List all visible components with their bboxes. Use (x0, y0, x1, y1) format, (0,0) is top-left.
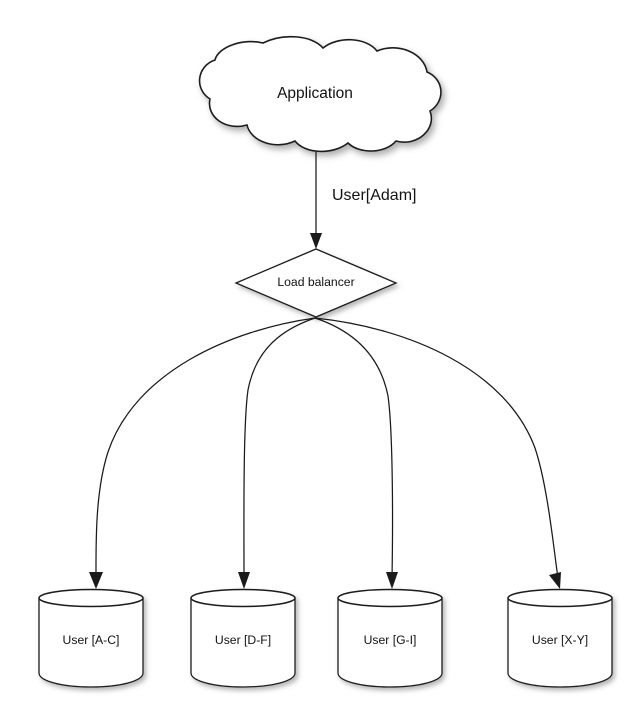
load-balancer-label: Load balancer (277, 275, 354, 289)
edge-balancer-to-db-1-arrowhead (89, 572, 103, 589)
edge-balancer-to-db-4 (314, 317, 561, 589)
database-1-label: User [A-C] (63, 633, 120, 647)
edge-balancer-to-db-3 (314, 317, 398, 589)
node-database-4[interactable]: User [X-Y] (507, 588, 613, 688)
edge-balancer-to-db-2 (238, 317, 316, 589)
node-database-3[interactable]: User [G-I] (337, 588, 443, 688)
edge-balancer-to-db-1 (89, 317, 316, 589)
edge-balancer-to-db-4-arrowhead (549, 572, 561, 589)
cloud-label: Application (277, 85, 353, 102)
node-database-2[interactable]: User [D-F] (190, 588, 296, 688)
edge-app-to-balancer-label: User[Adam] (332, 187, 416, 204)
edge-balancer-to-db-2-line (243, 317, 316, 579)
database-2-label: User [D-F] (215, 633, 271, 647)
edge-app-to-balancer: User[Adam] (310, 152, 416, 249)
edge-balancer-to-db-3-line (314, 317, 394, 579)
database-3-label: User [G-I] (364, 633, 417, 647)
edge-app-to-balancer-arrowhead (310, 233, 322, 249)
node-load-balancer[interactable]: Load balancer (234, 248, 398, 318)
edge-balancer-to-db-2-arrowhead (238, 572, 250, 589)
edge-balancer-to-db-4-line (314, 317, 559, 579)
edge-balancer-to-db-1-line (95, 317, 316, 579)
node-database-1[interactable]: User [A-C] (38, 588, 144, 688)
database-4-label: User [X-Y] (532, 633, 588, 647)
edge-balancer-to-db-3-arrowhead (386, 572, 398, 589)
node-application-cloud[interactable]: Application (198, 35, 442, 153)
